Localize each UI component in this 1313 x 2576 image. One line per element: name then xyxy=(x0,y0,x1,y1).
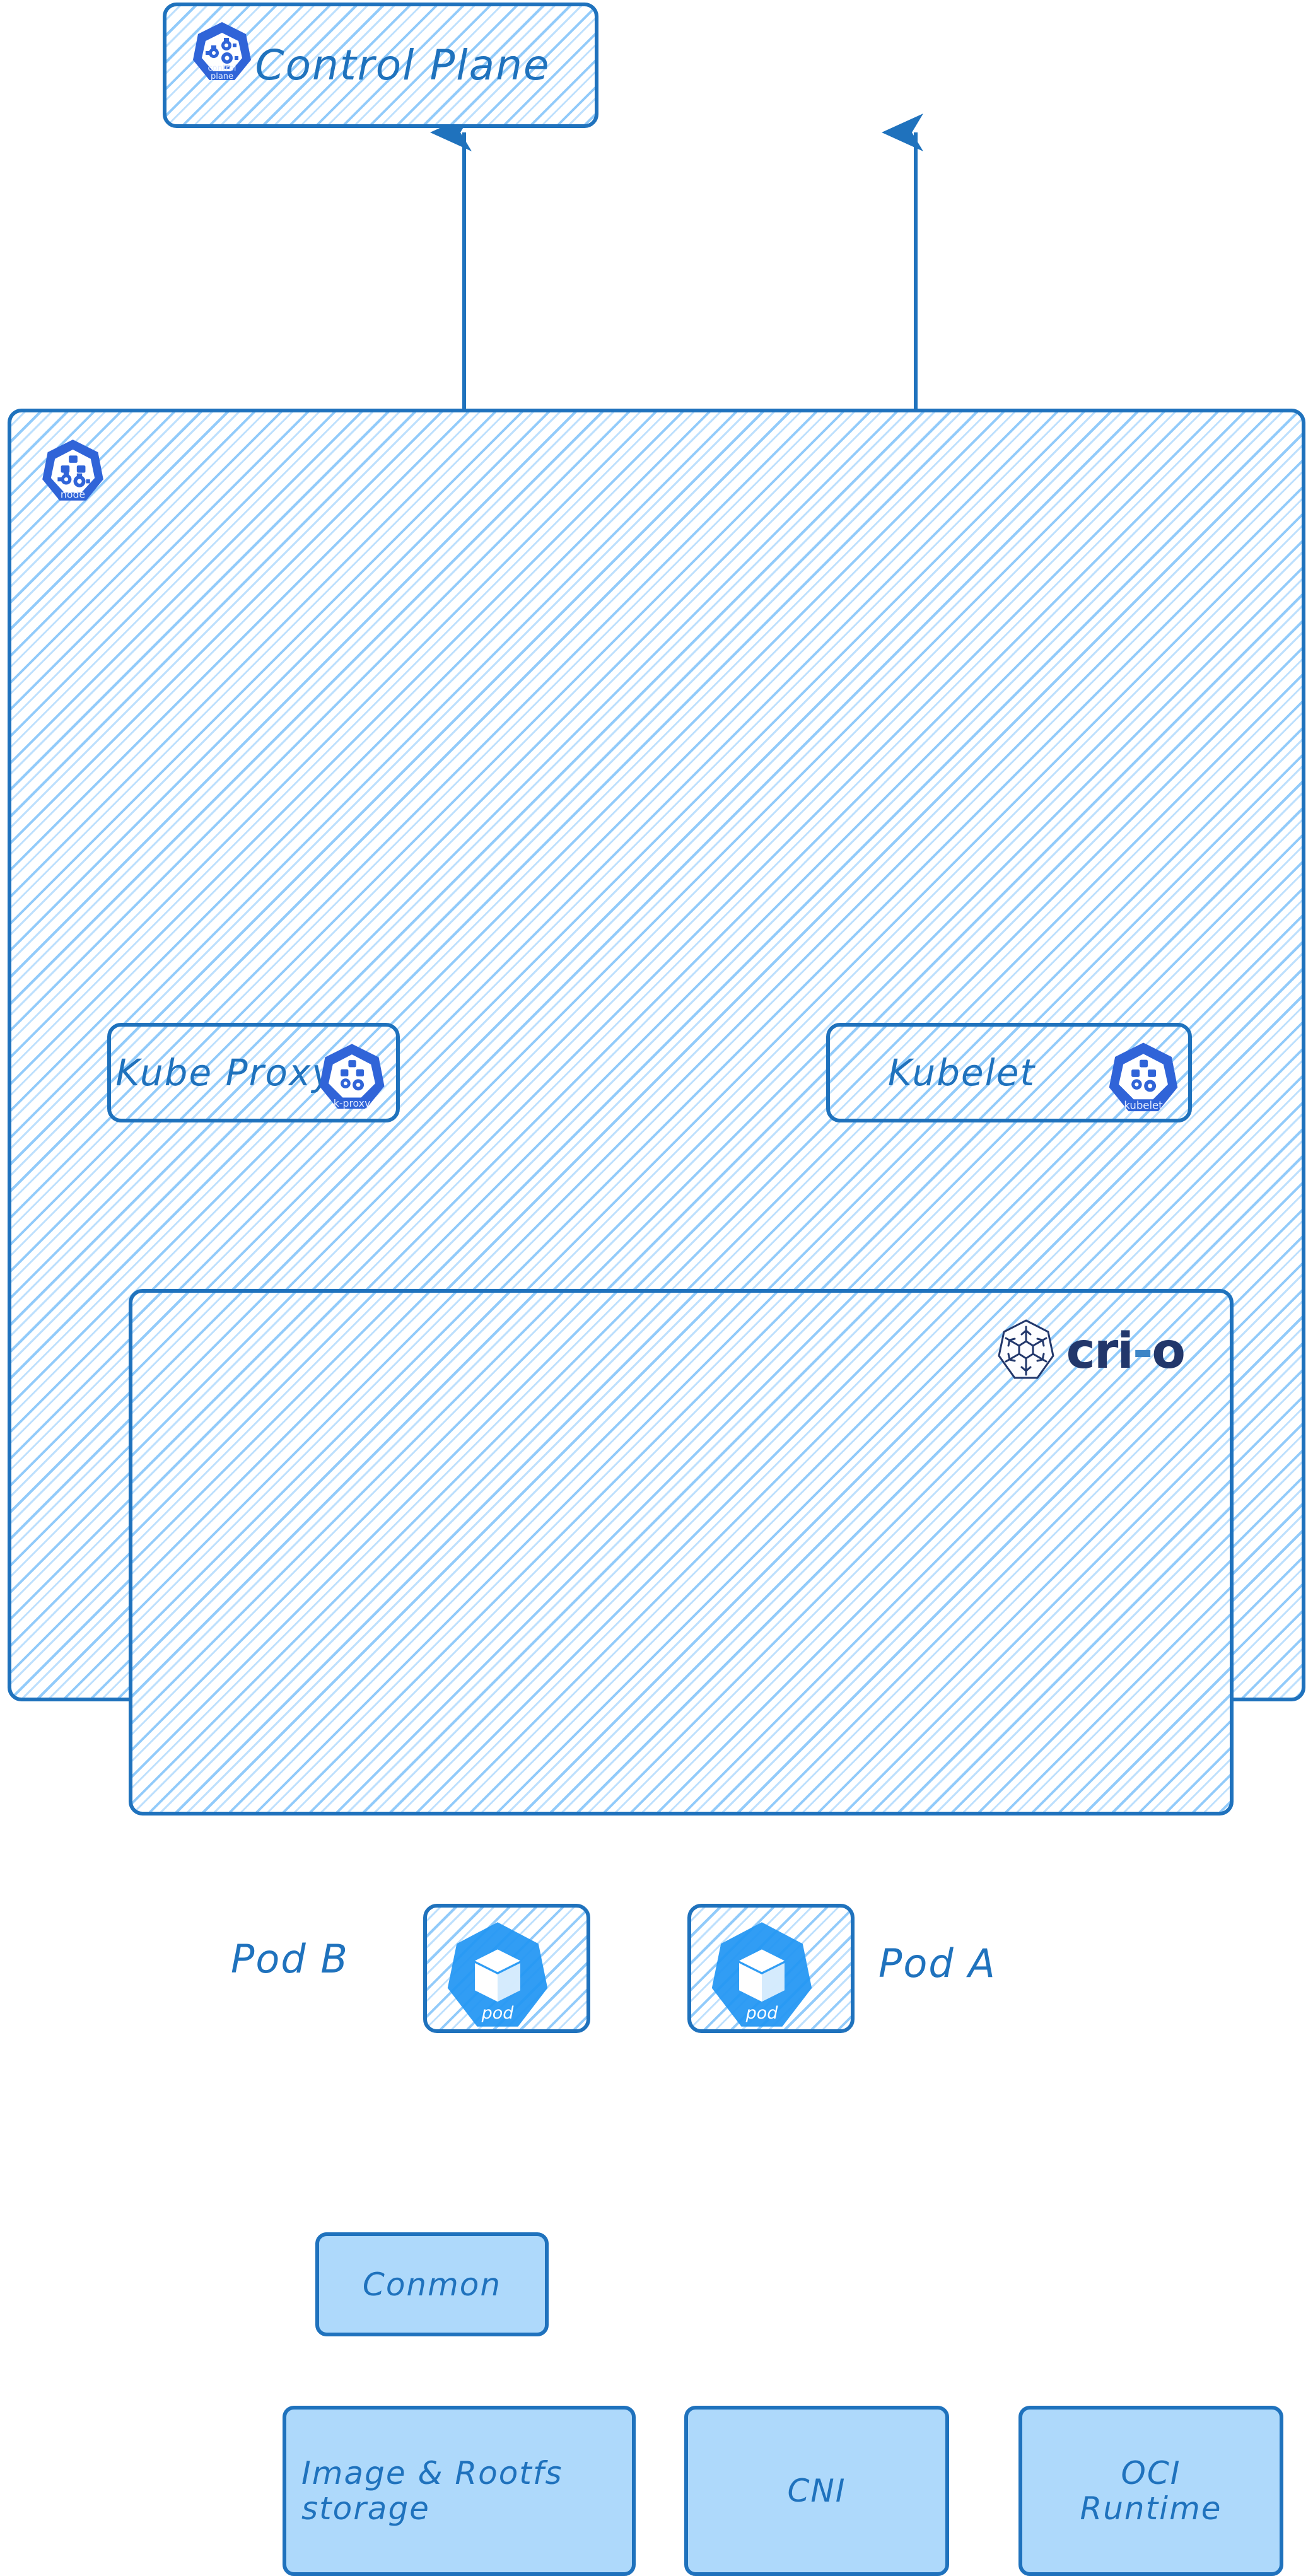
control-plane-title: Control Plane xyxy=(255,40,551,90)
kubelet-label: Kubelet xyxy=(887,1051,1036,1094)
oci-runtime-box[interactable]: OCI Runtime xyxy=(1018,2406,1283,2576)
crio-box[interactable]: cri-o Conmon Image & Rootfs storage CNI … xyxy=(129,1289,1283,2576)
pod-b-icon-caption: pod xyxy=(481,2003,515,2023)
conmon-box[interactable]: Conmon xyxy=(315,2232,549,2336)
crio-wordmark-suffix: o xyxy=(1152,1322,1186,1380)
k8s-kube-proxy-icon: k-proxy xyxy=(319,1044,385,1109)
pod-a-label: Pod A xyxy=(878,1940,996,1986)
pod-b-label: Pod B xyxy=(231,1936,349,1982)
kubelet-box[interactable]: Kubelet kubelet xyxy=(826,1023,1192,1122)
control-plane-icon-caption-line2: plane xyxy=(211,72,233,81)
kube-proxy-icon-caption: k-proxy xyxy=(334,1097,370,1109)
crio-logo: cri-o xyxy=(995,1318,1186,1384)
kube-proxy-label: Kube Proxy xyxy=(115,1051,335,1094)
k8s-pod-icon: pod xyxy=(447,1922,548,2027)
pod-b-box[interactable]: pod xyxy=(423,1904,590,2033)
crio-snowflake-icon xyxy=(997,1319,1054,1379)
control-plane-box[interactable]: control plane Control Plane xyxy=(163,3,598,128)
k8s-kubelet-icon: kubelet xyxy=(1109,1042,1178,1112)
cni-label: CNI xyxy=(787,2473,846,2509)
k8s-node-icon: node xyxy=(42,440,103,501)
node-icon-caption: node xyxy=(61,489,85,501)
conmon-label: Conmon xyxy=(362,2266,502,2303)
image-rootfs-storage-box[interactable]: Image & Rootfs storage xyxy=(283,2406,636,2576)
node-box[interactable]: node Kube Proxy k-proxy Kubelet xyxy=(8,409,1305,2576)
crio-wordmark: cri-o xyxy=(1066,1322,1186,1380)
image-rootfs-storage-label: Image & Rootfs storage xyxy=(301,2455,563,2527)
control-plane-icon-caption-line1: control xyxy=(207,64,236,73)
kube-proxy-box[interactable]: Kube Proxy k-proxy xyxy=(107,1023,400,1122)
pod-a-icon-caption: pod xyxy=(745,2003,779,2023)
kubelet-icon-caption: kubelet xyxy=(1124,1100,1163,1112)
crio-wordmark-dash: - xyxy=(1133,1322,1153,1380)
crio-wordmark-prefix: cri xyxy=(1066,1322,1134,1380)
k8s-pod-icon: pod xyxy=(711,1922,812,2027)
oci-runtime-label: OCI Runtime xyxy=(1080,2455,1222,2527)
pod-a-box[interactable]: pod xyxy=(687,1904,855,2033)
cni-box[interactable]: CNI xyxy=(684,2406,949,2576)
k8s-control-plane-icon: control plane xyxy=(193,22,251,81)
